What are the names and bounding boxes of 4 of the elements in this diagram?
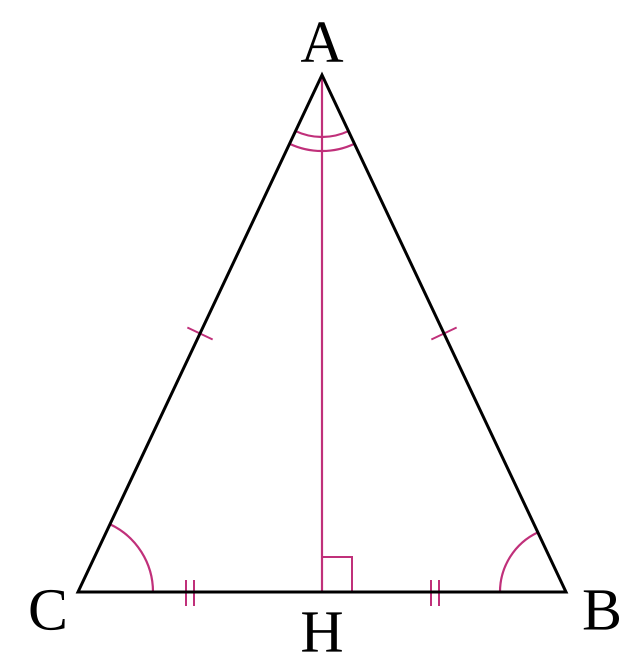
- vertex-label: B: [584, 590, 620, 630]
- vertex-label: C: [30, 590, 65, 630]
- vertex-label: A: [301, 22, 344, 62]
- vertex-label: H: [302, 612, 342, 652]
